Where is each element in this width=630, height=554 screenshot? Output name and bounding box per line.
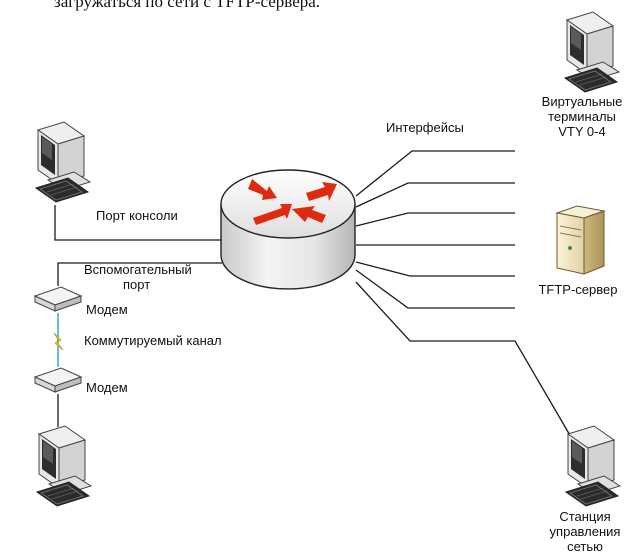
tftp-server-label: TFTP-сервер [538, 282, 618, 297]
link-vty [355, 150, 515, 197]
lightning-icon [53, 332, 64, 351]
link-interface-6 [355, 269, 515, 309]
modem-1-label: Модем [86, 302, 128, 317]
link-console [54, 205, 222, 241]
console-port-label: Порт консоли [96, 208, 178, 223]
aux-port-label-line-2: порт [123, 277, 151, 292]
vty-label: Виртуальные терминалы VTY 0-4 [534, 94, 630, 139]
link-nms [355, 281, 572, 438]
server-icon [555, 205, 606, 275]
workstation-icon-vty [564, 11, 620, 93]
workstation-icon-modem-pc [36, 425, 92, 507]
link-interface-2 [355, 182, 515, 208]
modem-2-label: Модем [86, 380, 128, 395]
nms-label-line-1: Станция [559, 509, 611, 524]
router-icon [220, 169, 356, 290]
aux-port-label-line-1: Вспомогательный [84, 262, 192, 277]
modem-icon-2 [34, 367, 82, 393]
caption-fragment: загружаться по сети с TFTP-сервера. [54, 0, 321, 11]
interfaces-label: Интерфейсы [386, 120, 464, 135]
dialup-label: Коммутируемый канал [84, 333, 222, 348]
vty-label-line-2: терминалы [548, 109, 616, 124]
workstation-icon-console [35, 121, 91, 203]
link-interface-5 [355, 261, 515, 277]
nms-label: Станция управления сетью [540, 509, 630, 554]
link-aux [57, 262, 222, 286]
vty-label-line-1: Виртуальные [541, 94, 623, 109]
link-interface-3 [355, 212, 515, 227]
nms-label-line-2: управления [549, 524, 621, 539]
nms-label-line-3: сетью [567, 539, 603, 554]
connection-lines [54, 150, 572, 438]
modem-icon-1 [34, 286, 82, 312]
vty-label-line-3: VTY 0-4 [558, 124, 606, 139]
aux-port-label: Вспомогательный порт [84, 262, 192, 292]
workstation-icon-nms [565, 425, 621, 507]
